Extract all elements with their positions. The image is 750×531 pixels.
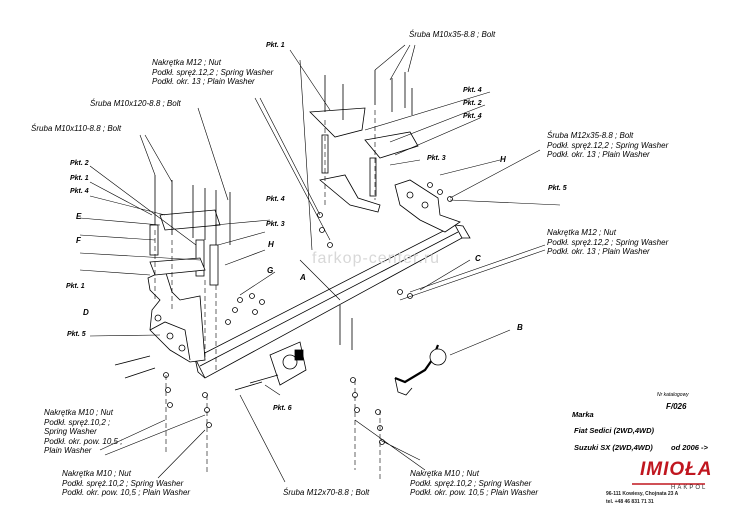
model-since: od 2006 ->: [671, 443, 708, 452]
label-D: D: [83, 308, 89, 317]
main-crossbar: [194, 224, 471, 379]
callout-nut-m10-left: Nakrętka M10 ; Nut Podkł. spręż.10,2 ; S…: [44, 408, 123, 455]
brand-phone: tel. +48 46 831 71 31: [606, 499, 654, 505]
leader-lines: [79, 44, 561, 483]
callout-bolt-m10x35: Śruba M10x35-8.8 ; Bolt: [409, 30, 496, 39]
model-suzuki: Suzuki SX (2WD,4WD): [574, 443, 653, 452]
label-F: F: [76, 236, 81, 245]
label-pkt4-center: Pkt. 4: [266, 196, 285, 203]
watermark: farkop-center.ru: [312, 250, 441, 267]
label-C: C: [475, 254, 481, 263]
label-pkt1-left: Pkt. 1: [70, 175, 89, 182]
label-A: A: [300, 273, 306, 282]
brand-address: 96-111 Kowiesy, Chojnata 23 A: [606, 491, 679, 497]
brand-logo: IMIOŁA: [640, 459, 713, 480]
label-pkt3-top: Pkt. 3: [427, 155, 446, 162]
catalog-label: Nr katalogowy: [657, 392, 689, 398]
label-pkt2-left: Pkt. 2: [70, 160, 89, 167]
label-E: E: [76, 212, 82, 221]
tow-ball-neck: [394, 344, 447, 396]
model-fiat: Fiat Sedici (2WD,4WD): [574, 426, 655, 435]
label-pkt5-left: Pkt. 5: [67, 331, 86, 338]
callout-bolt-m10x110: Śruba M10x110-8.8 ; Bolt: [31, 124, 122, 133]
label-pkt4-left: Pkt. 4: [70, 188, 89, 195]
socket-plate: [269, 341, 307, 386]
left-spacers: [149, 209, 221, 286]
label-pkt1-lower: Pkt. 1: [66, 283, 85, 290]
label-pkt3-center: Pkt. 3: [266, 221, 285, 228]
callout-nut-m10-bottom-left: Nakrętka M10 ; Nut Podkł. spręż.10,2 ; S…: [62, 469, 191, 497]
assembly-lines: [154, 110, 381, 480]
right-side-bracket: [394, 179, 461, 233]
label-H-right: H: [500, 155, 506, 164]
label-H-left: H: [268, 240, 274, 249]
label-B: B: [517, 323, 523, 332]
callout-bolt-m10x120: Śruba M10x120-8.8 ; Bolt: [90, 99, 181, 108]
callout-nut-m12-right: Nakrętka M12 ; Nut Podkł. spręż.12,2 ; S…: [547, 228, 669, 256]
brand-sub: HAKPOL: [671, 485, 708, 491]
left-side-bracket: [147, 269, 206, 363]
label-pkt6: Pkt. 6: [273, 405, 292, 412]
label-pkt2-top: Pkt. 2: [463, 100, 482, 107]
label-pkt4-top: Pkt. 4: [463, 87, 482, 94]
make-label: Marka: [572, 410, 594, 419]
callout-bolt-m12x35: Śruba M12x35-8.8 ; Bolt Podkł. spręż.12,…: [547, 131, 669, 159]
label-pkt1-top: Pkt. 1: [266, 42, 285, 49]
label-G: G: [267, 266, 274, 275]
label-pkt5-right: Pkt. 5: [548, 185, 567, 192]
callout-nut-m12-top: Nakrętka M12 ; Nut Podkł. spręż.12,2 ; S…: [152, 58, 274, 86]
horizontal-bolts: [114, 355, 279, 391]
label-pkt4-mid: Pkt. 4: [463, 113, 482, 120]
callout-nut-m10-bottom-right: Nakrętka M10 ; Nut Podkł. spręż.10,2 ; S…: [410, 469, 539, 497]
catalog-number: F/026: [666, 402, 687, 411]
vertical-bolts: [154, 70, 413, 350]
callout-bolt-m12x70: Śruba M12x70-8.8 ; Bolt: [283, 488, 370, 497]
